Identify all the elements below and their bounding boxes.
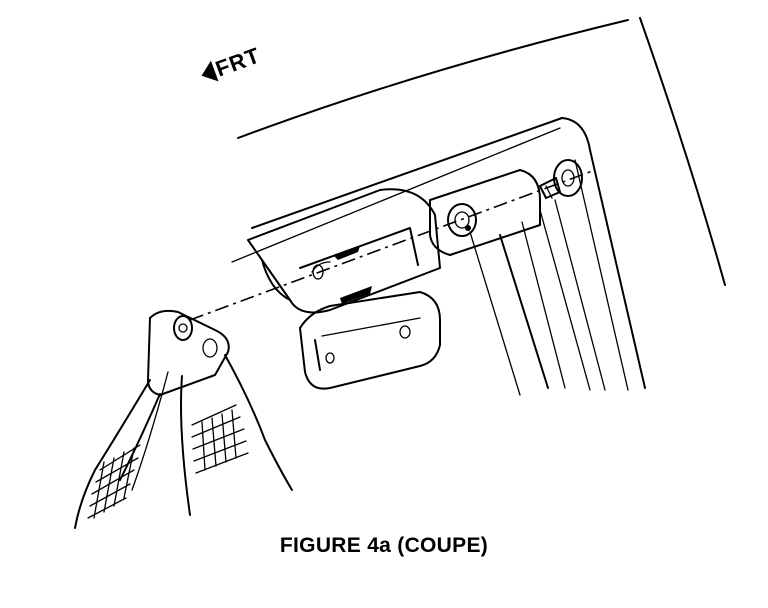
lower-guide	[299, 291, 441, 390]
figure-caption: FIGURE 4a (COUPE)	[279, 534, 489, 557]
door-pillar	[251, 117, 646, 396]
webbing-mesh	[87, 404, 249, 519]
body-panel	[231, 17, 726, 286]
retractor-bracket	[247, 169, 541, 314]
alignment-centerline	[189, 169, 596, 321]
belt-anchor-plate	[147, 309, 230, 396]
seat-belt-webbing	[74, 354, 293, 529]
